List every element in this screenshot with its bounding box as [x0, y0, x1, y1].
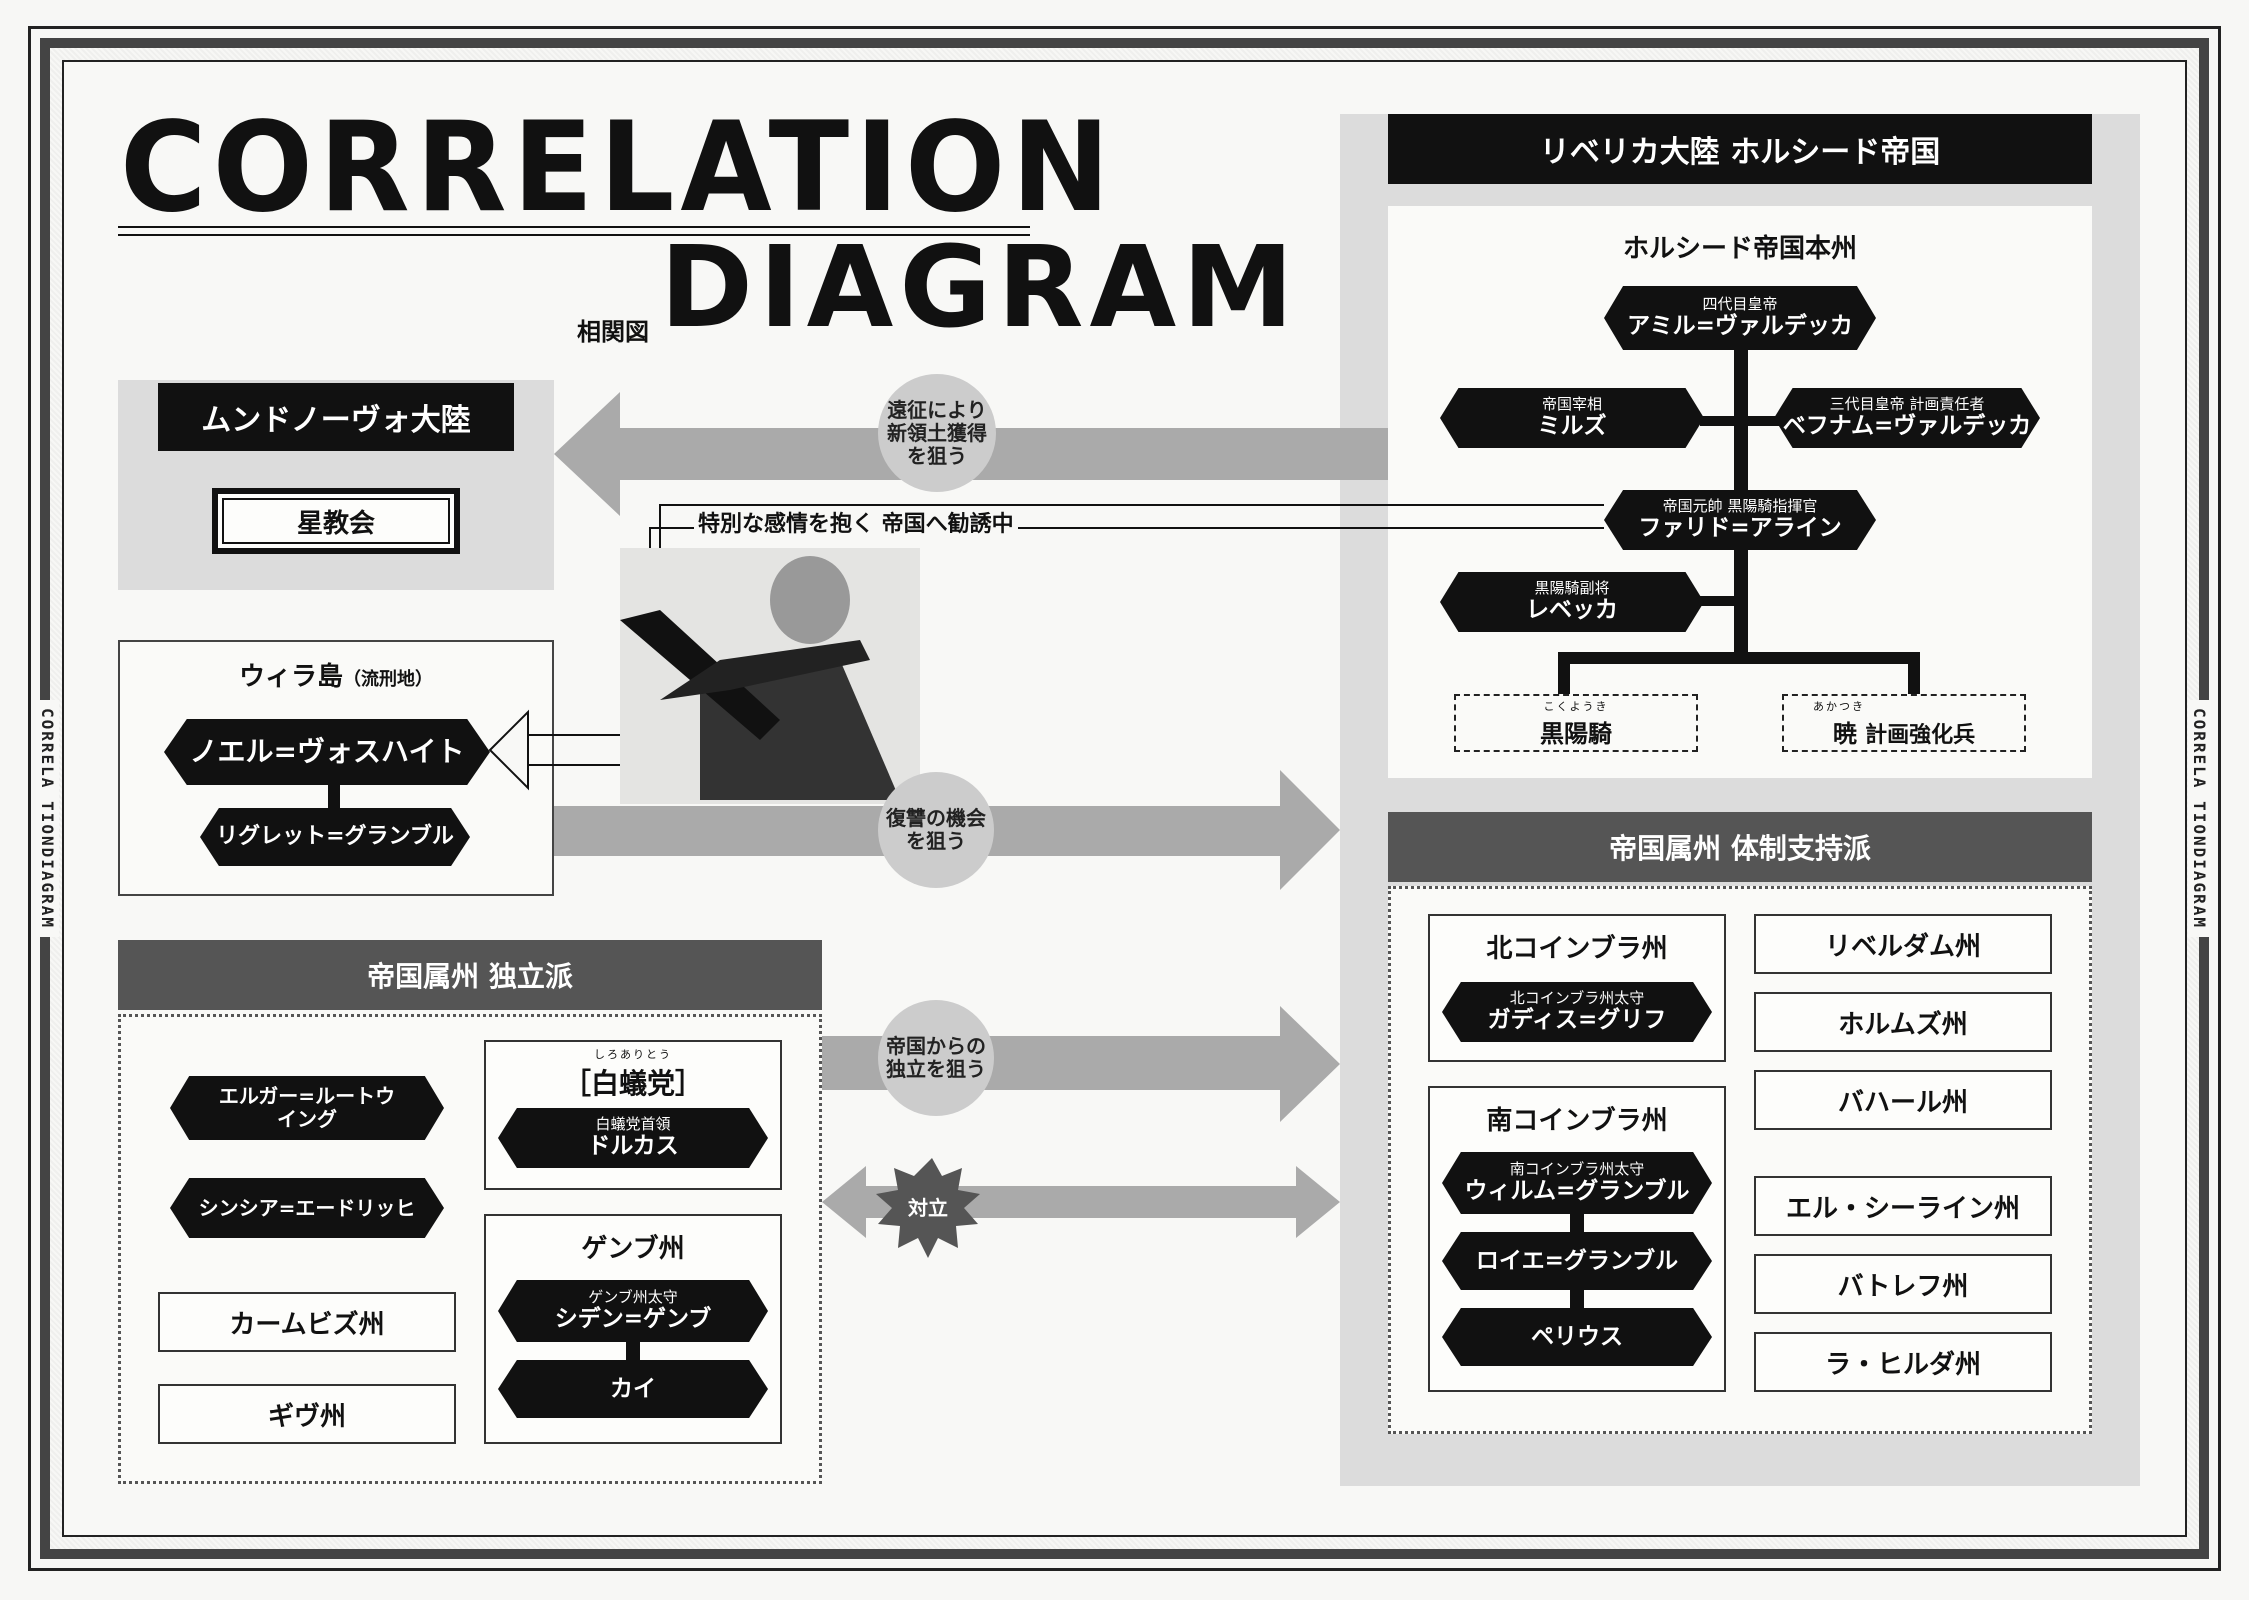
province-box: ホルムズ州: [1754, 992, 2052, 1052]
elgar-node: エルガー=ルートウイング: [170, 1076, 444, 1140]
befnam-role: 三代目皇帝 計画責任者: [1829, 395, 1985, 414]
province-box: バハール州: [1754, 1070, 2052, 1130]
special-label: 特別な感情を抱く 帝国へ勧誘中: [694, 506, 1018, 538]
title-rule-2: [118, 234, 1030, 236]
akatsuki-name: 暁: [1832, 718, 1857, 748]
befnam-node: 三代目皇帝 計画責任者 ベフナム=ヴァルデッカ: [1774, 388, 2040, 448]
dorcas-role: 白蟻党首領: [595, 1115, 671, 1134]
akatsuki-ruby: あかつき: [1813, 699, 1865, 713]
title-correlation: CORRELATION: [120, 94, 1117, 240]
akatsuki-box: あかつき 暁 計画強化兵: [1782, 694, 2026, 752]
province-box: カームビズ州: [158, 1292, 456, 1352]
independence-label: 帝国からの独立を狙う: [878, 1000, 994, 1116]
support-header: 帝国属州 体制支持派: [1388, 812, 2092, 882]
akatsuki-suffix: 計画強化兵: [1865, 721, 1976, 748]
shirari-header: ［白蟻党］: [562, 1067, 703, 1100]
mirz-node: 帝国宰相 ミルズ: [1440, 388, 1704, 448]
riglet-name: リグレット=グランブル: [216, 823, 454, 850]
province-box: リベルダム州: [1754, 914, 2052, 974]
kai-node: カイ: [498, 1360, 768, 1418]
gadis-node: 北コインブラ州太守 ガディス=グリフ: [1442, 982, 1712, 1042]
independent-header: 帝国属州 独立派: [118, 940, 822, 1010]
province-box: ラ・ヒルダ州: [1754, 1332, 2052, 1392]
farid-name: ファリド=アライン: [1638, 514, 1842, 542]
shirari-ruby: しろありとう: [594, 1048, 672, 1061]
roie-name: ロイエ=グランブル: [1475, 1246, 1679, 1274]
outer-frame: [28, 26, 2221, 1571]
genbu-header: ゲンブ州: [581, 1234, 685, 1264]
horsid-header: リベリカ大陸 ホルシード帝国: [1388, 114, 2092, 184]
kai-name: カイ: [610, 1374, 656, 1402]
noel-name: ノエル=ヴォスハイト: [189, 734, 465, 768]
befnam-name: ベフナム=ヴァルデッカ: [1782, 412, 2032, 440]
perius-node: ペリウス: [1442, 1308, 1712, 1366]
perius-name: ペリウス: [1531, 1322, 1623, 1350]
side-label-right: CORRELA TIONDIAGRAM: [2188, 700, 2211, 938]
wilm-node: 南コインブラ州太守 ウィルム=グランブル: [1442, 1152, 1712, 1214]
kokuyoki-ruby: こくようき: [1543, 699, 1609, 713]
independence-arrow: [822, 1006, 1340, 1122]
gadis-role: 北コインブラ州太守: [1509, 989, 1645, 1008]
mirz-name: ミルズ: [1537, 412, 1607, 440]
conflict-label: 対立: [908, 1196, 948, 1220]
rebecca-name: レベッカ: [1526, 596, 1618, 624]
horsid-main-title: ホルシード帝国本州: [1622, 234, 1857, 264]
rebecca-role: 黒陽騎副将: [1534, 579, 1610, 598]
star-church-box: 星教会: [212, 488, 460, 554]
tree-bottom-bar: [1558, 652, 1920, 664]
tree-trunk: [1734, 320, 1748, 652]
elgar-name: エルガー=ルートウイング: [218, 1084, 396, 1131]
tree-branch-mid: [1700, 416, 1800, 426]
province-box: バトレフ州: [1754, 1254, 2052, 1314]
shirari-header-group: しろありとう ［白蟻党］: [484, 1046, 782, 1102]
dorcas-node: 白蟻党首領 ドルカス: [498, 1108, 768, 1168]
conflict-burst: [876, 1158, 980, 1258]
shiden-role: ゲンブ州太守: [588, 1288, 678, 1307]
wilm-name: ウィルム=グランブル: [1464, 1177, 1690, 1205]
title-subtitle: 相関図: [577, 317, 649, 346]
farid-role: 帝国元帥 黒陽騎指揮官: [1662, 497, 1818, 516]
south-coimbra-header: 南コインブラ州: [1486, 1106, 1668, 1136]
kokuyoki-name: 黒陽騎: [1540, 718, 1612, 748]
noel-node: ノエル=ヴォスハイト: [164, 719, 490, 785]
amir-name: アミル=ヴァルデッカ: [1627, 312, 1853, 340]
revenge-label: 復讐の機会を狙う: [878, 772, 994, 888]
farid-node: 帝国元帥 黒陽騎指揮官 ファリド=アライン: [1604, 490, 1876, 550]
province-box: ギヴ州: [158, 1384, 456, 1444]
title-diagram: DIAGRAM: [660, 223, 1300, 353]
province-box: エル・シーライン州: [1754, 1176, 2052, 1236]
kokuyoki-box: こくようき 黒陽騎: [1454, 694, 1698, 752]
mundnova-header: ムンドノーヴォ大陸: [158, 383, 514, 451]
wira-header: ウィラ島（流刑地）: [118, 656, 554, 693]
dorcas-name: ドルカス: [587, 1132, 679, 1160]
rebecca-node: 黒陽騎副将 レベッカ: [1440, 572, 1704, 632]
wilm-role: 南コインブラ州太守: [1509, 1160, 1645, 1179]
gadis-name: ガディス=グリフ: [1487, 1006, 1667, 1034]
tree-right-leg: [1908, 652, 1920, 696]
riglet-node: リグレット=グランブル: [200, 808, 470, 866]
shiden-node: ゲンブ州太守 シデン=ゲンブ: [498, 1280, 768, 1342]
north-coimbra-header: 北コインブラ州: [1486, 934, 1668, 964]
title-rule: [118, 226, 1030, 228]
tree-branch-rebecca: [1700, 596, 1748, 606]
shiden-name: シデン=ゲンブ: [554, 1305, 712, 1333]
wira-header-name: ウィラ島: [238, 662, 343, 692]
character-illustration: [620, 548, 920, 804]
side-label-left: CORRELA TIONDIAGRAM: [36, 700, 59, 938]
cynthia-name: シンシア=エードリッヒ: [198, 1195, 416, 1220]
expedition-label: 遠征により新領土獲得を狙う: [878, 374, 996, 492]
wira-header-note: （流刑地）: [343, 669, 433, 690]
special-arrowhead: [488, 709, 529, 791]
amir-role: 四代目皇帝: [1702, 295, 1778, 314]
amir-node: 四代目皇帝 アミル=ヴァルデッカ: [1604, 286, 1876, 350]
tree-left-leg: [1558, 652, 1570, 696]
mirz-role: 帝国宰相: [1541, 395, 1602, 414]
conflict-arrow: [822, 1166, 1340, 1238]
cynthia-node: シンシア=エードリッヒ: [170, 1178, 444, 1238]
roie-node: ロイエ=グランブル: [1442, 1232, 1712, 1290]
